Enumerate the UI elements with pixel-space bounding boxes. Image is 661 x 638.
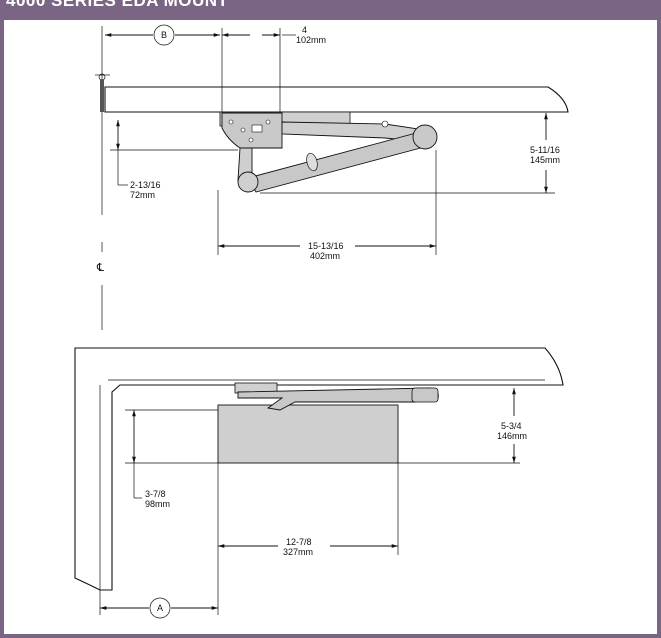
centerline-symbol: ℄ — [96, 262, 104, 274]
dim-12-7-8-frac: 12-7/8 — [286, 537, 312, 547]
dim-3-7-8-frac: 3-7/8 — [145, 489, 166, 499]
arm-rivet — [381, 120, 389, 128]
plate-screw-1 — [228, 119, 234, 125]
dim-5-3-4-frac: 5-3/4 — [501, 421, 522, 431]
elbow-joint — [237, 171, 259, 193]
dim-4-frac: 4 — [302, 25, 307, 35]
dim-12-7-8-mm: 327mm — [283, 547, 313, 557]
bottom-view: 5-3/4 146mm 3-7/8 98mm 12-7/8 327mm A — [74, 347, 564, 619]
diagram-frame — [0, 20, 661, 638]
dim-15-13-16-mm: 402mm — [310, 251, 340, 261]
dim-2-13-16-mm: 72mm — [130, 190, 155, 200]
dim-3-7-8-mm: 98mm — [145, 499, 170, 509]
dim-5-11-16-frac: 5-11/16 — [530, 145, 560, 155]
hinge-leaf — [100, 80, 104, 112]
label-a: A — [157, 603, 163, 613]
diagram-title: 4000 SERIES EDA MOUNT — [6, 0, 229, 10]
dim-4-mm: 102mm — [296, 35, 326, 45]
label-b-circle — [153, 24, 175, 46]
dim-5-3-4-mm: 146mm — [497, 431, 527, 441]
closer-body — [217, 404, 399, 464]
dim-15-13-16-frac: 15-13/16 — [308, 241, 344, 251]
plate-screw-2 — [265, 119, 271, 125]
label-a-circle — [149, 597, 171, 619]
title-band: 4000 SERIES EDA MOUNT — [0, 0, 661, 20]
plate-slot — [251, 124, 263, 133]
label-b: B — [161, 30, 167, 40]
shoe-roller — [412, 124, 438, 150]
plate-screw-3 — [240, 127, 246, 133]
dim-5-11-16-mm: 145mm — [530, 155, 560, 165]
door-header — [104, 86, 569, 113]
plate-screw-4 — [248, 137, 254, 143]
frame-outline — [74, 347, 564, 591]
arm-adjuster — [306, 152, 318, 172]
top-view: ℄ B 4 102mm — [95, 24, 569, 330]
shoe-side — [411, 387, 439, 403]
dim-2-13-16-frac: 2-13/16 — [130, 180, 161, 190]
